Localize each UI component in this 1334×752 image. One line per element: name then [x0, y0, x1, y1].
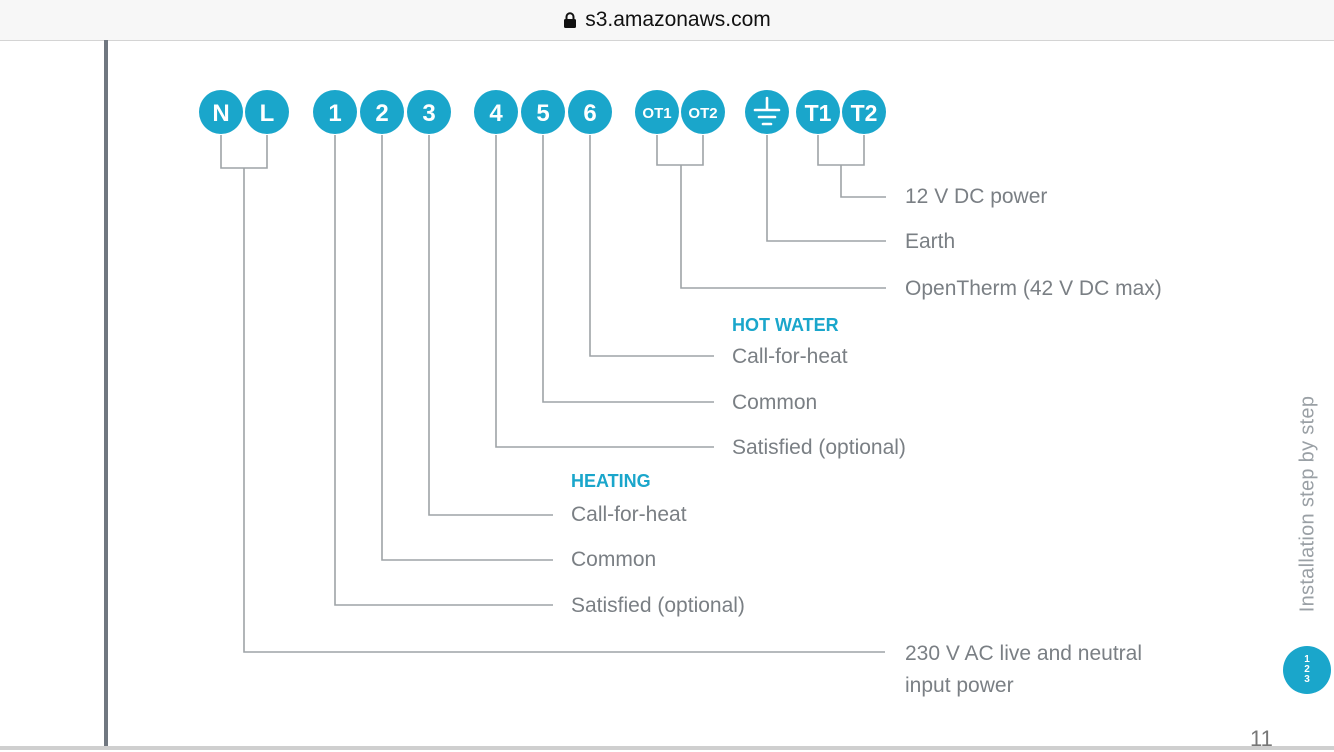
connector-1: [334, 135, 553, 606]
connector-2: [381, 135, 553, 561]
terminal-label-ot2: OT2: [688, 105, 717, 122]
connector-4: [495, 135, 714, 448]
connector-6: [589, 135, 714, 357]
address-field[interactable]: s3.amazonaws.com: [563, 8, 771, 32]
label-hw-call-for-heat: Call-for-heat: [732, 345, 848, 368]
heading-hot-water: HOT WATER: [732, 315, 839, 335]
terminal-label-2: 2: [375, 100, 388, 127]
terminal-t2: [842, 90, 886, 134]
connector-5: [542, 135, 714, 403]
url-text: s3.amazonaws.com: [585, 8, 771, 31]
terminal-earth: [745, 90, 789, 134]
terminal-label-6: 6: [583, 100, 596, 127]
connector-earth: [766, 135, 886, 242]
steps-badge: 1 2 3: [1283, 646, 1331, 694]
section-label: Installation step by step: [1296, 395, 1319, 613]
terminal-1: [313, 90, 357, 134]
connector-t1t2: [817, 135, 886, 198]
terminal-4: [474, 90, 518, 134]
label-ht-call-for-heat: Call-for-heat: [571, 503, 687, 526]
label-dc-power: 12 V DC power: [905, 185, 1047, 208]
terminal-label-4: 4: [489, 100, 503, 127]
terminal-3: [407, 90, 451, 134]
terminal-2: [360, 90, 404, 134]
label-ht-common: Common: [571, 548, 656, 571]
connector-opentherm: [656, 135, 886, 289]
terminal-label-l: L: [260, 100, 275, 127]
terminal-label-1: 1: [328, 100, 341, 127]
terminal-label-5: 5: [536, 100, 549, 127]
terminal-label-n: N: [212, 100, 229, 127]
browser-url-bar: s3.amazonaws.com: [0, 0, 1334, 41]
label-ac-power-line1: 230 V AC live and neutral: [905, 642, 1142, 665]
label-opentherm: OpenTherm (42 V DC max): [905, 277, 1162, 300]
connector-3: [428, 135, 553, 516]
page-number: 11: [1250, 726, 1273, 751]
connector-nl: [220, 135, 885, 653]
label-hw-common: Common: [732, 391, 817, 414]
page-margin-rule: [104, 40, 108, 750]
terminal-label-t1: T1: [805, 100, 832, 126]
label-ht-satisfied: Satisfied (optional): [571, 594, 745, 617]
earth-ground-icon: [753, 96, 781, 126]
label-earth: Earth: [905, 230, 955, 253]
terminal-l: [245, 90, 289, 134]
terminal-ot1: [635, 90, 679, 134]
badge-digit: 3: [1304, 674, 1310, 685]
wiring-diagram: N L 1 2 3 4 5 6 OT1 OT2 T1 T2 12 V DC po…: [199, 90, 1162, 697]
terminal-label-ot1: OT1: [642, 105, 671, 122]
terminal-n: [199, 90, 243, 134]
terminal-t1: [796, 90, 840, 134]
badge-digit: 2: [1304, 664, 1310, 675]
terminal-label-3: 3: [422, 100, 435, 127]
terminal-5: [521, 90, 565, 134]
badge-digit: 1: [1304, 654, 1310, 665]
terminal-6: [568, 90, 612, 134]
terminal-ot2: [681, 90, 725, 134]
label-hw-satisfied: Satisfied (optional): [732, 436, 906, 459]
heading-heating: HEATING: [571, 471, 651, 491]
page-bottom-edge: [0, 746, 1334, 750]
label-ac-power-line2: input power: [905, 674, 1014, 697]
terminal-label-t2: T2: [851, 100, 878, 126]
lock-icon: [564, 12, 577, 28]
